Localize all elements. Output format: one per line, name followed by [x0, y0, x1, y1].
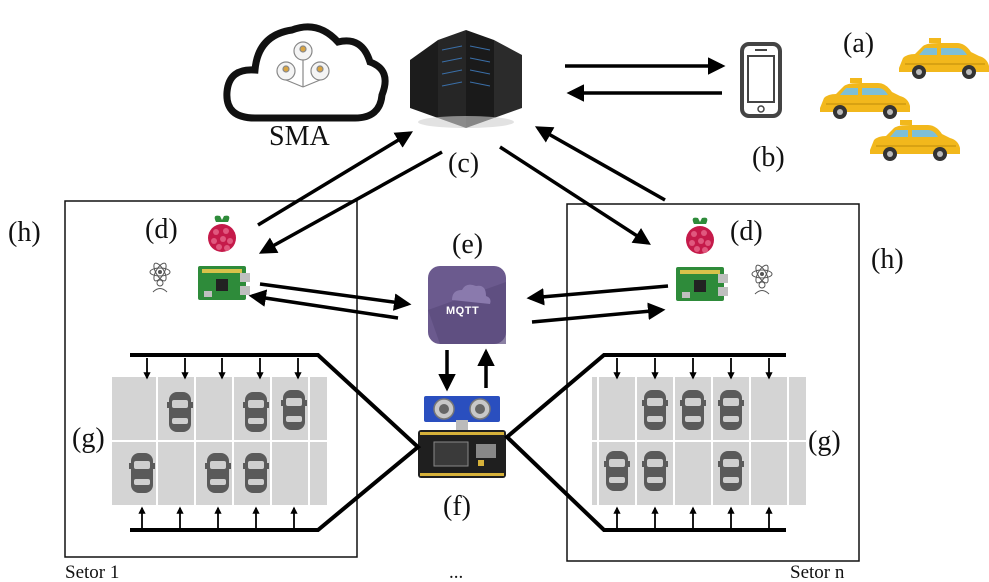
- sector-n-funnel: [504, 353, 786, 532]
- taxi-icon-1: [898, 37, 989, 80]
- arrow-rpin-to-server: [534, 126, 666, 202]
- sensor-arrows-bottom-right: [613, 506, 773, 528]
- arrow-rpi1-to-mqtt: [259, 282, 412, 311]
- arrow-server-to-rpi1: [258, 150, 443, 254]
- sensor-arrows-top-left: [143, 358, 302, 380]
- label-d-right: (d): [730, 216, 763, 247]
- taxi-icon-2: [819, 77, 911, 120]
- arrow-mqtt-to-rpi1: [248, 289, 399, 320]
- server-icon: [410, 30, 522, 128]
- smartphone-icon: [740, 42, 782, 118]
- label-f: (f): [443, 491, 471, 522]
- sensor-arrows-top-right: [613, 358, 773, 380]
- agent-icon-left: [149, 260, 171, 293]
- raspberry-pi-board-right: [676, 267, 728, 301]
- label-d-left: (d): [145, 214, 178, 245]
- arrow-rpin-to-mqtt: [526, 284, 669, 306]
- ultrasonic-sensor-icon: [424, 396, 500, 430]
- svg-text:MQTT: MQTT: [446, 305, 479, 317]
- arrow-server-to-rpin: [499, 145, 651, 245]
- label-a: (a): [843, 28, 874, 59]
- label-c: (c): [448, 148, 479, 179]
- raspberry-pi-logo-right: [686, 217, 714, 254]
- agent-icon-right: [751, 262, 773, 295]
- parking-lot-left: [112, 377, 327, 505]
- mqtt-icon: MQTT: [428, 266, 506, 344]
- arrow-rpi1-to-server: [257, 131, 413, 227]
- sector-1-funnel: [130, 353, 422, 532]
- label-g-left: (g): [72, 423, 105, 454]
- label-e: (e): [452, 229, 483, 260]
- label-h-right: (h): [871, 244, 904, 275]
- sector-n-box: [566, 203, 860, 562]
- sectors-ellipsis: ...: [449, 562, 463, 582]
- sector-1-label: Setor 1: [65, 562, 119, 582]
- label-b: (b): [752, 142, 785, 173]
- sector-n-label: Setor n: [790, 562, 845, 582]
- nodemcu-board-icon: [418, 430, 506, 478]
- raspberry-pi-board-left: [198, 266, 250, 300]
- taxi-icon-3: [869, 119, 961, 162]
- label-h-left: (h): [8, 217, 41, 248]
- arrow-mqtt-to-rpin: [531, 302, 666, 324]
- parking-lot-right: [592, 377, 806, 505]
- label-g-right: (g): [808, 426, 841, 457]
- sector-1-box: [64, 200, 358, 558]
- raspberry-pi-logo-left: [208, 215, 236, 252]
- cloud-icon: [223, 23, 389, 122]
- cloud-label: SMA: [269, 121, 330, 152]
- sensor-arrows-bottom-left: [138, 506, 298, 528]
